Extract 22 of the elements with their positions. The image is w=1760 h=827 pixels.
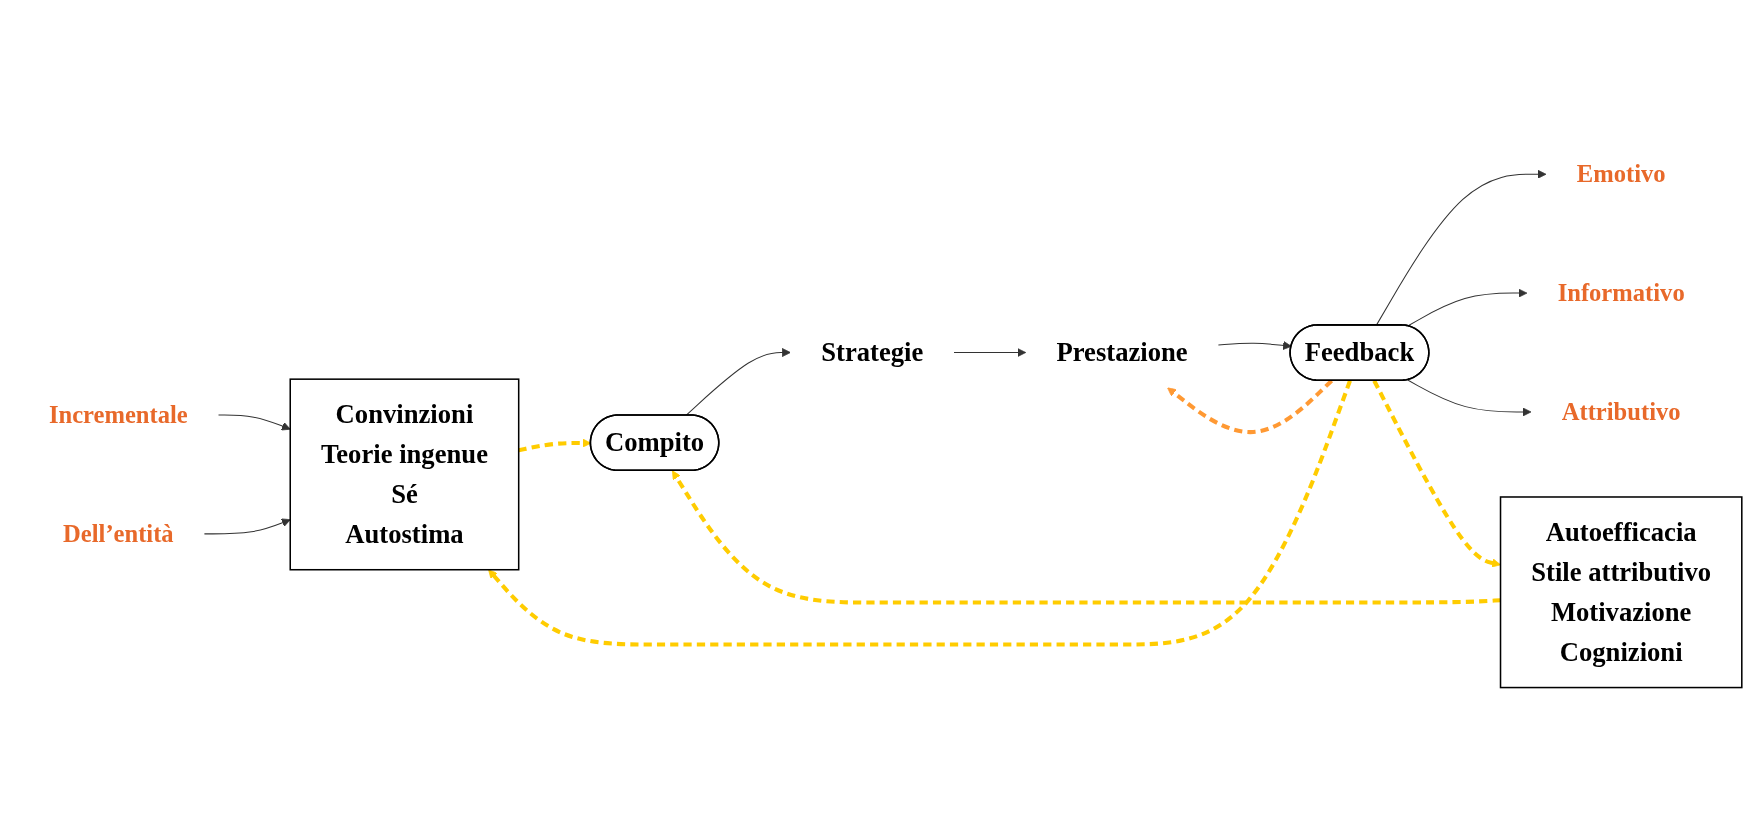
node-box — [1499, 495, 1743, 688]
arrow — [672, 469, 1501, 605]
arrow — [488, 379, 1352, 647]
flow-diagram: Convinzioni Teorie ingenue Sé Autostima Incrementale Dell’entità Compito Strategie Prestazione Feedback Emotivo Informativo Attributivo Autoefficacia Stile attributivo Motivazione Cognizioni — [10, 8, 1750, 819]
arrow — [203, 517, 291, 534]
arrow — [218, 414, 291, 430]
node-text: Attributivo — [1561, 398, 1681, 425]
arrow — [1407, 379, 1532, 416]
arrow — [1375, 169, 1547, 326]
arrow — [1407, 288, 1528, 327]
node-text: Emotivo — [1576, 160, 1666, 188]
node-box — [289, 377, 520, 570]
arrow — [953, 347, 1027, 357]
arrow — [1372, 379, 1501, 567]
node-text: Informativo — [1557, 279, 1685, 306]
node-text: Incrementale — [48, 401, 188, 428]
node-text: Strategie — [821, 337, 924, 367]
node-text: Dell’entità — [63, 520, 174, 547]
node-text: Prestazione — [1056, 337, 1188, 367]
arrow — [1217, 340, 1292, 350]
arrow — [1167, 378, 1334, 434]
arrow — [685, 347, 791, 416]
